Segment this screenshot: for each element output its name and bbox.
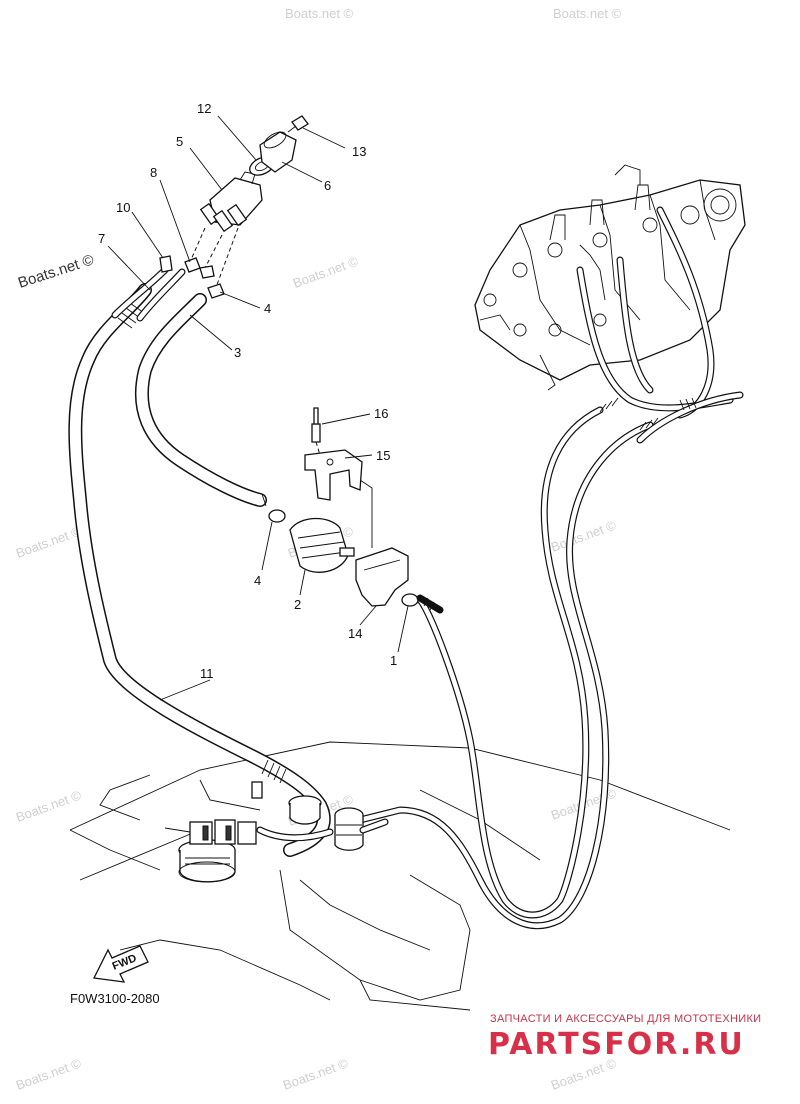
fwd-arrow: FWD [93, 945, 149, 983]
diagram-code: F0W3100-2080 [70, 991, 160, 1006]
brand-logo: ЗАПЧАСТИ И АКСЕССУАРЫ ДЛЯ МОТОТЕХНИКИ PA… [488, 1013, 761, 1062]
throttle-body-assembly [474, 164, 746, 391]
watermark: Boats.net © [281, 1055, 351, 1093]
watermark: Boats.net © [285, 6, 354, 21]
vent-hoses [356, 206, 744, 930]
hull-outline [69, 741, 731, 1011]
callout-5: 5 [176, 134, 183, 149]
callout-leaders [107, 115, 409, 701]
fwd-label: FWD [111, 952, 139, 973]
callout-15: 15 [376, 448, 390, 463]
fuel-filter-assembly [268, 407, 444, 614]
watermark: Boats.net © [14, 1055, 84, 1093]
callout-6: 6 [324, 178, 331, 193]
watermark: Boats.net © [14, 523, 84, 561]
watermark: Boats.net © [549, 517, 619, 555]
brand-logo-text: PARTSFOR.RU [488, 1027, 745, 1062]
watermark: Boats.net © [14, 787, 84, 825]
callout-12: 12 [197, 101, 211, 116]
fuel-fitting-assembly [159, 115, 309, 299]
callout-11: 11 [200, 666, 214, 681]
callout-14: 14 [348, 626, 362, 641]
callout-numbers: 12 5 13 6 8 10 7 4 3 16 15 4 2 14 1 11 [98, 101, 397, 681]
fuel-pump-area [164, 781, 389, 883]
brand-tagline: ЗАПЧАСТИ И АКСЕССУАРЫ ДЛЯ МОТОТЕХНИКИ [490, 1013, 761, 1025]
callout-13: 13 [352, 144, 366, 159]
callout-4-lower: 4 [254, 573, 261, 588]
callout-8: 8 [150, 165, 157, 180]
callout-4: 4 [264, 301, 271, 316]
callout-7: 7 [98, 231, 105, 246]
callout-3: 3 [234, 345, 241, 360]
watermark: Boats.net © [291, 253, 361, 291]
callout-2: 2 [294, 597, 301, 612]
callout-1: 1 [390, 653, 397, 668]
callout-10: 10 [116, 200, 130, 215]
watermark: Boats.net © [553, 6, 622, 21]
callout-16: 16 [374, 406, 388, 421]
watermark-prominent: Boats.net © [16, 251, 96, 291]
fuel-hose-11 [68, 266, 331, 857]
